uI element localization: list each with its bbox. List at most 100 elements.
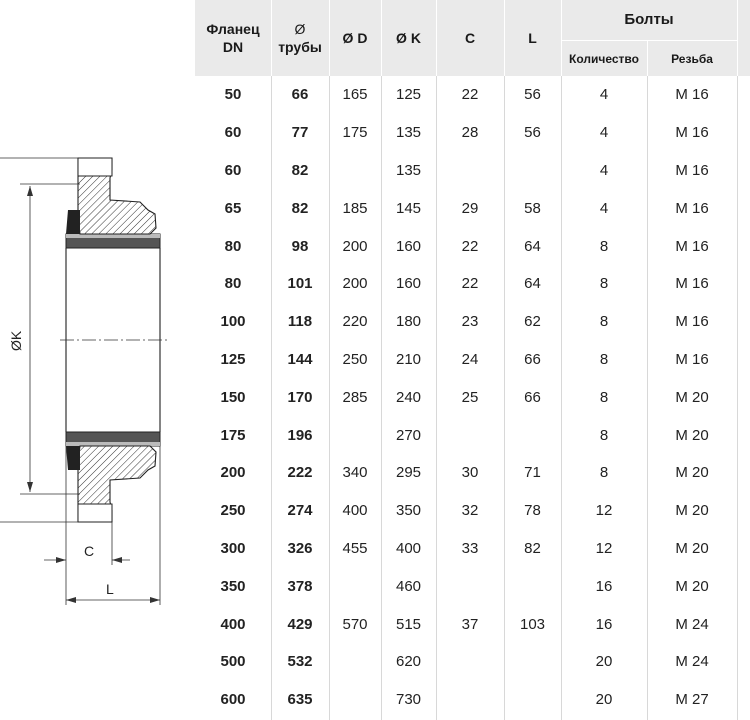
cell-thread: M 16 (675, 350, 709, 368)
cell-l: 71 (524, 464, 541, 482)
cell-dn: 100 (220, 313, 246, 331)
cell-pipe: 222 (287, 464, 313, 482)
cell-thread: M 16 (675, 161, 709, 179)
header-pipe-diameter: Ø трубы (278, 21, 322, 55)
cell-thread: M 27 (675, 691, 709, 709)
cell-l: 64 (524, 237, 541, 255)
cell-k: 180 (395, 313, 422, 331)
cell-qty: 8 (599, 275, 609, 293)
header-bolts-qty: Количество (569, 51, 639, 66)
cell-d: 340 (342, 464, 368, 482)
cell-l: 78 (524, 502, 541, 520)
cell-d: 185 (342, 199, 368, 217)
cell-pipe: 532 (287, 653, 313, 671)
cell-dn: 175 (220, 426, 246, 444)
cell-l (504, 152, 561, 190)
cell-k: 210 (395, 350, 422, 368)
cell-qty: 20 (595, 653, 613, 671)
cell-k: 730 (395, 691, 422, 709)
table-header (195, 0, 750, 76)
cell-k: 460 (395, 577, 422, 595)
cell-l: 103 (519, 615, 546, 633)
cell-dn: 400 (220, 615, 246, 633)
cell-d: 200 (342, 275, 368, 293)
cell-d: 285 (342, 388, 368, 406)
cell-thread: M 24 (675, 615, 709, 633)
cell-d (329, 152, 381, 190)
cell-dn: 250 (220, 502, 246, 520)
cell-thread: M 16 (675, 275, 709, 293)
cell-l: 56 (524, 86, 541, 104)
cell-qty: 8 (599, 313, 609, 331)
cell-pipe: 82 (291, 199, 309, 217)
cell-qty: 8 (599, 388, 609, 406)
cell-l (504, 416, 561, 454)
cell-pipe: 98 (291, 237, 309, 255)
cell-pipe: 635 (287, 691, 313, 709)
cell-thread: M 16 (675, 124, 709, 142)
cell-pipe: 170 (287, 388, 313, 406)
cell-c: 23 (461, 313, 479, 331)
cell-d (329, 643, 381, 681)
cell-k: 620 (395, 653, 422, 671)
cell-c: 33 (461, 539, 479, 557)
cell-d: 400 (342, 502, 368, 520)
cell-thread: M 16 (675, 86, 709, 104)
header-bolts-thread: Резьба (671, 51, 713, 66)
cell-thread: M 20 (675, 539, 709, 557)
cell-qty: 12 (595, 539, 613, 557)
cell-dn: 65 (224, 199, 242, 217)
cell-d: 220 (342, 313, 368, 331)
cell-c: 24 (461, 350, 479, 368)
l-label: L (106, 581, 114, 597)
cell-thread: M 20 (675, 426, 709, 444)
cell-dn: 600 (220, 691, 246, 709)
header-d: Ø D (342, 30, 368, 46)
cell-k: 160 (395, 275, 422, 293)
cell-l: 58 (524, 199, 541, 217)
cell-d: 455 (342, 539, 368, 557)
cell-pipe: 118 (287, 313, 313, 331)
cell-c: 25 (461, 388, 479, 406)
cell-d: 570 (342, 615, 368, 633)
cell-pipe: 196 (287, 426, 313, 444)
cell-dn: 500 (220, 653, 246, 671)
cell-pipe: 378 (287, 577, 313, 595)
cell-thread: M 20 (675, 577, 709, 595)
cell-k: 270 (395, 426, 422, 444)
cell-c (436, 416, 504, 454)
cell-c: 30 (461, 464, 479, 482)
cell-thread: M 16 (675, 313, 709, 331)
cell-dn: 60 (224, 161, 242, 179)
cell-dn: 80 (224, 275, 242, 293)
flange-cross-section-svg: ØK C L (0, 157, 170, 605)
cell-pipe: 326 (287, 539, 313, 557)
cell-c (436, 643, 504, 681)
header-flange-dn: Фланец DN (206, 21, 260, 55)
cell-k: 145 (395, 199, 422, 217)
cell-k: 160 (395, 237, 422, 255)
cell-dn: 125 (220, 350, 246, 368)
cell-pipe: 77 (291, 124, 309, 142)
cell-d: 250 (342, 350, 368, 368)
cell-k: 135 (395, 161, 422, 179)
cell-qty: 4 (599, 124, 609, 142)
flange-drawing: ØK C L (0, 0, 195, 720)
cell-thread: M 16 (675, 237, 709, 255)
header-c: C (464, 30, 476, 46)
cell-qty: 4 (599, 86, 609, 104)
cell-dn: 150 (220, 388, 246, 406)
cell-l (504, 681, 561, 719)
cell-l: 66 (524, 388, 541, 406)
cell-pipe: 101 (287, 275, 313, 293)
